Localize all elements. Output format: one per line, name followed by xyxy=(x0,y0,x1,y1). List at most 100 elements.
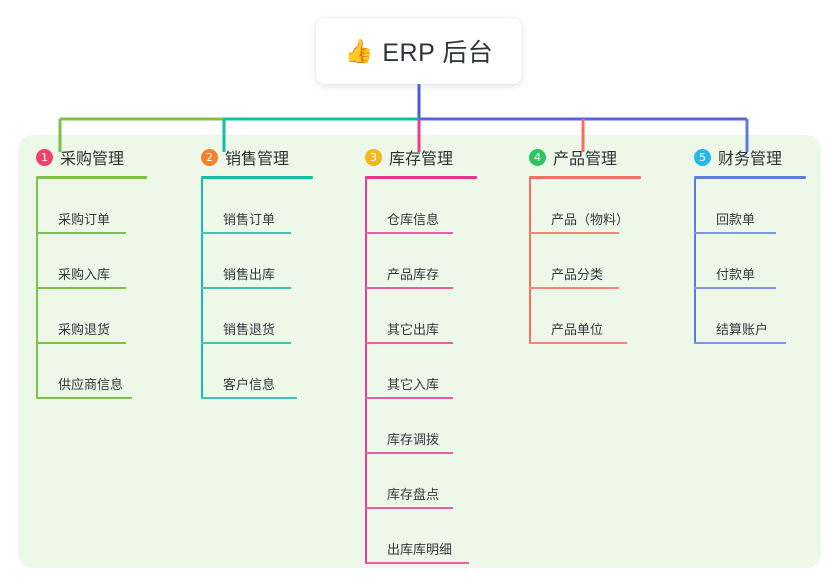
list-item-label: 销售出库 xyxy=(223,267,276,282)
list-item-rule xyxy=(365,342,453,344)
list-item-label: 销售退货 xyxy=(223,322,276,337)
column-header-4[interactable]: 4 产品管理 xyxy=(529,143,641,171)
column-spine xyxy=(529,179,531,344)
list-item-rule xyxy=(365,397,453,399)
list-item-label: 其它出库 xyxy=(387,322,440,337)
list-item[interactable]: 采购入库 xyxy=(36,234,148,289)
list-item[interactable]: 库存盘点 xyxy=(365,454,477,509)
list-item-label: 付款单 xyxy=(716,267,756,282)
column-items: 采购订单采购入库采购退货供应商信息 xyxy=(36,179,148,399)
column-spine xyxy=(201,179,203,399)
list-item-label: 销售订单 xyxy=(223,212,276,227)
column-spine xyxy=(694,179,696,344)
column-badge-4: 4 xyxy=(529,148,546,166)
root-node[interactable]: 👍 ERP 后台 xyxy=(316,18,522,84)
column-badge-2: 2 xyxy=(201,148,218,166)
list-item[interactable]: 产品分类 xyxy=(529,234,641,289)
list-item-label: 库存调拨 xyxy=(387,432,440,447)
column-spine xyxy=(36,179,38,399)
column-1: 1 采购管理采购订单采购入库采购退货供应商信息 xyxy=(36,143,148,399)
column-header-3[interactable]: 3 库存管理 xyxy=(365,143,477,171)
list-item[interactable]: 产品单位 xyxy=(529,289,641,344)
list-item-rule xyxy=(694,232,776,234)
list-item-label: 结算账户 xyxy=(716,322,769,337)
list-item-label: 客户信息 xyxy=(223,377,276,392)
column-items: 仓库信息产品库存其它出库其它入库库存调拨库存盘点出库库明细 xyxy=(365,179,477,564)
list-item[interactable]: 采购订单 xyxy=(36,179,148,234)
column-header-rule xyxy=(694,176,806,179)
list-item-rule xyxy=(365,287,453,289)
list-item[interactable]: 销售出库 xyxy=(201,234,313,289)
list-item[interactable]: 仓库信息 xyxy=(365,179,477,234)
list-item-rule xyxy=(36,232,126,234)
list-item-rule xyxy=(529,232,619,234)
column-title: 销售管理 xyxy=(225,151,290,168)
list-item-rule xyxy=(36,397,132,399)
list-item-rule xyxy=(201,287,291,289)
column-badge-1: 1 xyxy=(36,148,53,166)
root-title: ERP 后台 xyxy=(382,39,494,67)
list-item-rule xyxy=(201,397,297,399)
list-item-label: 仓库信息 xyxy=(387,212,440,227)
list-item[interactable]: 产品（物料） xyxy=(529,179,641,234)
list-item-rule xyxy=(201,232,291,234)
column-header-rule xyxy=(529,176,641,179)
column-title: 采购管理 xyxy=(60,151,125,168)
column-items: 销售订单销售出库销售退货客户信息 xyxy=(201,179,313,399)
list-item-label: 采购退货 xyxy=(58,322,111,337)
column-items: 产品（物料） 产品分类产品单位 xyxy=(529,179,641,344)
diagram-panel xyxy=(18,135,821,568)
list-item-rule xyxy=(36,342,126,344)
list-item[interactable]: 出库库明细 xyxy=(365,509,477,564)
list-item[interactable]: 采购退货 xyxy=(36,289,148,344)
list-item[interactable]: 其它出库 xyxy=(365,289,477,344)
list-item-rule xyxy=(201,342,291,344)
list-item-label: 产品单位 xyxy=(551,322,604,337)
list-item[interactable]: 供应商信息 xyxy=(36,344,148,399)
list-item-label: 产品库存 xyxy=(387,267,440,282)
list-item-label: 产品（物料） xyxy=(551,212,630,227)
list-item[interactable]: 结算账户 xyxy=(694,289,806,344)
column-header-2[interactable]: 2 销售管理 xyxy=(201,143,313,171)
list-item[interactable]: 销售退货 xyxy=(201,289,313,344)
column-3: 3 库存管理仓库信息产品库存其它出库其它入库库存调拨库存盘点出库库明细 xyxy=(365,143,477,564)
list-item-label: 产品分类 xyxy=(551,267,604,282)
list-item-rule xyxy=(529,342,627,344)
column-spine xyxy=(365,179,367,564)
list-item-label: 供应商信息 xyxy=(58,377,124,392)
column-header-rule xyxy=(201,176,313,179)
column-4: 4 产品管理产品（物料） 产品分类产品单位 xyxy=(529,143,641,344)
list-item-rule xyxy=(365,507,453,509)
column-items: 回款单付款单结算账户 xyxy=(694,179,806,344)
column-title: 库存管理 xyxy=(389,151,454,168)
list-item-label: 回款单 xyxy=(716,212,756,227)
column-badge-5: 5 xyxy=(694,148,711,166)
column-2: 2 销售管理销售订单销售出库销售退货客户信息 xyxy=(201,143,313,399)
column-badge-3: 3 xyxy=(365,148,382,166)
list-item-label: 其它入库 xyxy=(387,377,440,392)
list-item-label: 采购入库 xyxy=(58,267,111,282)
column-header-rule xyxy=(365,176,477,179)
list-item[interactable]: 回款单 xyxy=(694,179,806,234)
list-item-rule xyxy=(694,342,786,344)
list-item[interactable]: 库存调拨 xyxy=(365,399,477,454)
list-item[interactable]: 销售订单 xyxy=(201,179,313,234)
list-item-rule xyxy=(529,287,619,289)
list-item-label: 库存盘点 xyxy=(387,487,440,502)
list-item-rule xyxy=(365,562,469,564)
list-item[interactable]: 其它入库 xyxy=(365,344,477,399)
column-header-1[interactable]: 1 采购管理 xyxy=(36,143,148,171)
list-item-label: 出库库明细 xyxy=(387,542,453,557)
list-item[interactable]: 客户信息 xyxy=(201,344,313,399)
list-item-rule xyxy=(365,452,453,454)
thumbs-up-icon: 👍 xyxy=(344,37,374,64)
list-item-rule xyxy=(365,232,453,234)
list-item[interactable]: 产品库存 xyxy=(365,234,477,289)
list-item-rule xyxy=(694,287,776,289)
column-title: 产品管理 xyxy=(553,151,618,168)
list-item[interactable]: 付款单 xyxy=(694,234,806,289)
list-item-label: 采购订单 xyxy=(58,212,111,227)
